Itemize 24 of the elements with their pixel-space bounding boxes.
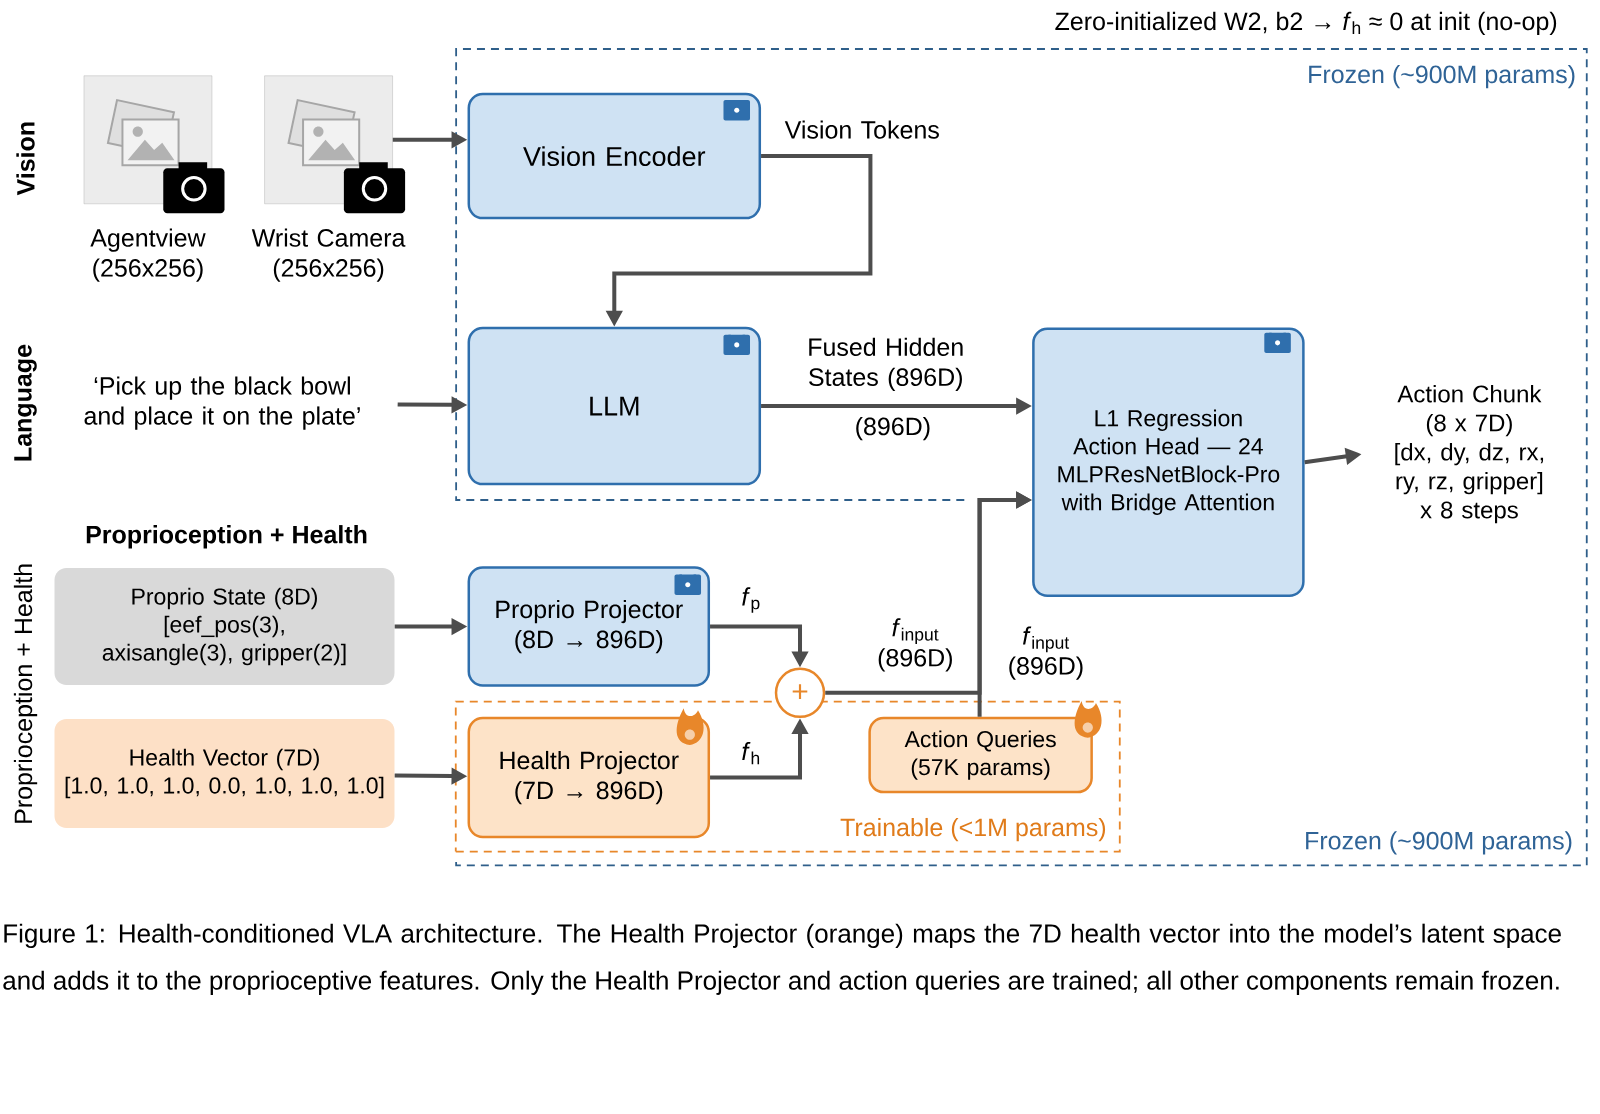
row-label: Vision: [16, 122, 35, 196]
edge-label: f$_{input}$ (896D): [1009, 626, 1083, 680]
action-head-box: L1 Regression Action Head — 24 MLPResNetBlock-Pro with Bridge Attention: [1032, 327, 1305, 597]
caption: Figure 1: Health-conditioned VLA architecture. The Health Projector (orange) maps the 7D health vector into the model’s latent space and adds it to the proprioceptive features. Only the Health Projector and action queries are trained; all other components remain frozen.: [3, 923, 1561, 995]
edge-label: f$_{p}$: [742, 587, 760, 613]
instruction-text: ‘Pick up the black bowl and place it on the plate’: [84, 376, 360, 430]
row-label: Proprioception + Health: [13, 564, 38, 823]
edge-label: Vision Tokens: [784, 120, 939, 139]
note-text: Zero-initialized W2, b2 → f$_{h}$ ≈ 0 at init (no-op): [1055, 11, 1557, 35]
edge-label: f$_{input}$ (896D): [878, 618, 952, 672]
llm-box: LLM: [467, 326, 762, 486]
input-box: Proprio State (8D) [eef_pos(3), axisangle(3), gripper(2)]: [54, 567, 395, 685]
projector-box: Proprio Projector (8D → 896D): [467, 566, 711, 687]
query-box: Action Queries (57K params): [868, 716, 1093, 794]
encoder-box: Vision Encoder: [467, 92, 762, 220]
output-text: Action Chunk (8 x 7D) [dx, dy, dz, rx, ry, rz, gripper] x 8 steps: [1395, 384, 1544, 524]
projector-box: Health Projector (7D → 896D): [467, 716, 711, 839]
image-caption: Agentview (256x256): [90, 228, 206, 282]
edge-label: f$_{h}$: [742, 741, 760, 765]
edge-label: Fused Hidden States (896D): [809, 337, 963, 391]
image-caption: Wrist Camera (256x256): [251, 228, 406, 282]
row-label: Language: [14, 344, 37, 461]
input-box: Health Vector (7D) [1.0, 1.0, 1.0, 0.0, 1.0, 1.0, 1.0]: [54, 718, 395, 828]
dimension-text: (896D): [856, 416, 930, 441]
